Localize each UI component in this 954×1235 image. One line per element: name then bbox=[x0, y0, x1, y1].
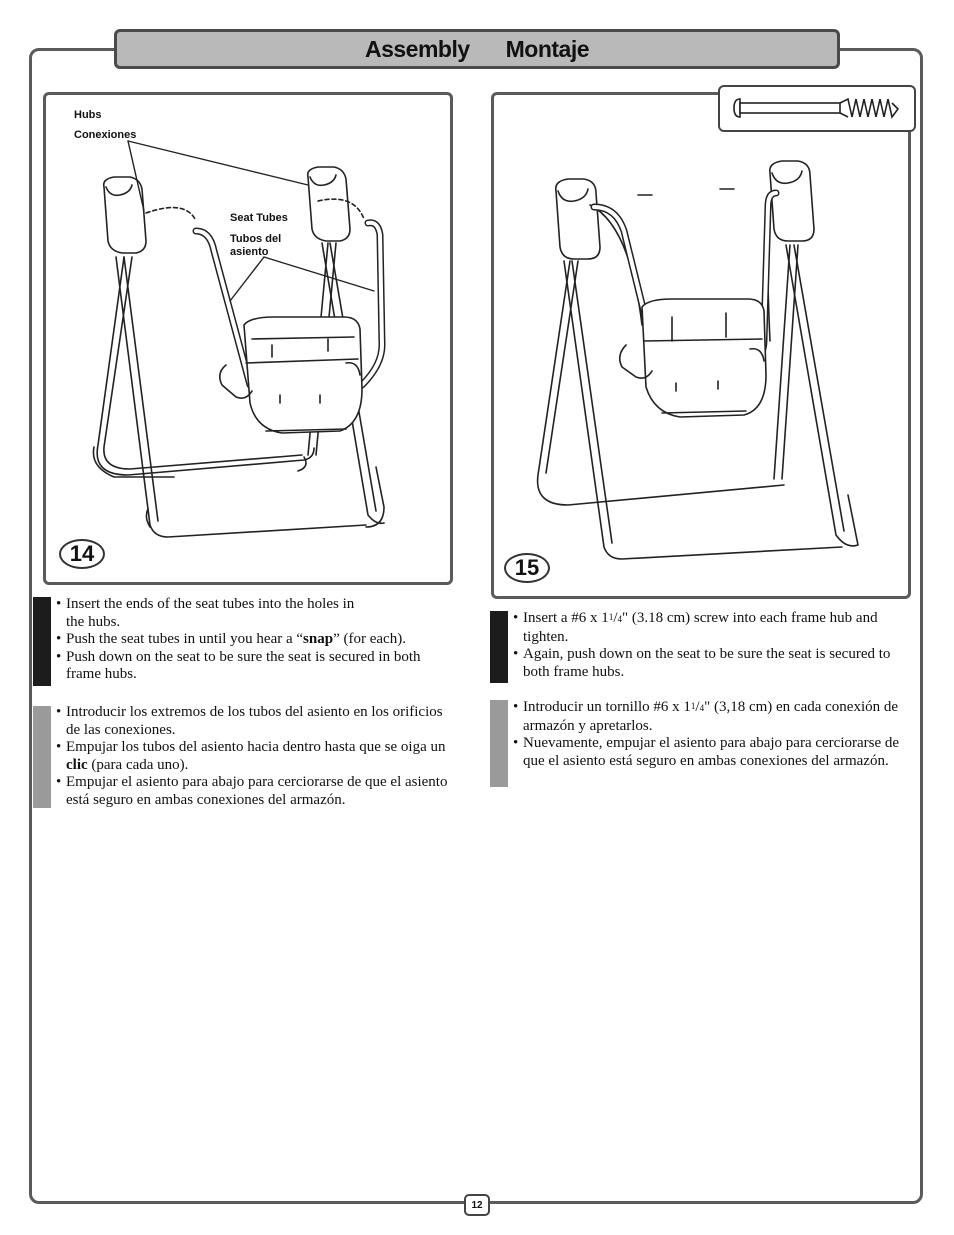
instruction-text: Nuevamente, empujar el asiento para abaj… bbox=[523, 735, 900, 769]
screw-icon bbox=[733, 97, 900, 119]
header-title-english: Assembly bbox=[364, 35, 470, 62]
header-title-spanish: Montaje bbox=[505, 35, 590, 62]
list-item: Introducir los extremos de los tubos del… bbox=[56, 704, 456, 739]
english-marker-bar-14 bbox=[33, 597, 51, 686]
step-15-number: 15 bbox=[504, 553, 550, 583]
page-header: Assembly Montaje bbox=[114, 29, 840, 69]
instruction-text: Empujar el asiento para abajo para cerci… bbox=[66, 774, 448, 808]
english-marker-bar-15 bbox=[490, 611, 508, 683]
list-item: Push the seat tubes in until you hear a … bbox=[56, 631, 456, 649]
instruction-text: Insert the ends of the seat tubes into t… bbox=[66, 596, 355, 612]
list-item: Empujar el asiento para abajo para cerci… bbox=[56, 774, 456, 809]
spanish-marker-bar-15 bbox=[490, 700, 508, 787]
step-14-illustration-panel: Hubs Conexiones Seat Tubes Tubos del asi… bbox=[43, 92, 453, 585]
instruction-bold-text: snap bbox=[303, 631, 334, 647]
fraction-denominator: 4 bbox=[699, 703, 705, 713]
step-14-number: 14 bbox=[59, 539, 105, 569]
list-item: Introducir un tornillo #6 x 11/4" (3,18 … bbox=[513, 699, 908, 735]
label-tubos-line2: asiento bbox=[230, 246, 269, 258]
instruction-text: Empujar los tubos del asiento hacia dent… bbox=[66, 739, 446, 755]
list-item: Again, push down on the seat to be sure … bbox=[513, 646, 908, 681]
spanish-marker-bar-14 bbox=[33, 706, 51, 808]
instruction-text: Push down on the seat to be sure the sea… bbox=[66, 648, 421, 683]
fraction-slash: / bbox=[695, 699, 700, 715]
fraction-numerator: 1 bbox=[690, 701, 696, 711]
swing-seat-tube-illustration bbox=[92, 140, 386, 538]
instruction-text: Insert a #6 x 1 bbox=[523, 610, 609, 626]
instruction-text: Introducir un tornillo #6 x 1 bbox=[523, 699, 691, 715]
fraction-numerator: 1 bbox=[608, 612, 614, 622]
list-item: Insert a #6 x 11/4" (3.18 cm) screw into… bbox=[513, 610, 908, 646]
page-number: 12 bbox=[464, 1194, 490, 1216]
swing-screw-illustration bbox=[536, 160, 859, 560]
list-item: Push down on the seat to be sure the sea… bbox=[56, 649, 456, 684]
list-item: Empujar los tubos del asiento hacia dent… bbox=[56, 739, 456, 774]
step-15-spanish-instructions: Introducir un tornillo #6 x 11/4" (3,18 … bbox=[513, 699, 908, 770]
list-item: Nuevamente, empujar el asiento para abaj… bbox=[513, 735, 908, 770]
fraction-denominator: 4 bbox=[617, 614, 622, 624]
instruction-text: Push the seat tubes in until you hear a … bbox=[66, 631, 304, 647]
instruction-text: Introducir los extremos de los tubos del… bbox=[66, 704, 443, 738]
instruction-text: the hubs. bbox=[66, 613, 121, 630]
fraction-slash: / bbox=[613, 610, 618, 626]
label-tubos-del-asiento: Tubos del asiento bbox=[230, 233, 281, 259]
instruction-text: Again, push down on the seat to be sure … bbox=[523, 646, 891, 680]
step-14-english-instructions: Insert the ends of the seat tubes into t… bbox=[56, 596, 456, 684]
instruction-text: (para cada uno). bbox=[87, 756, 189, 773]
step-14-spanish-instructions: Introducir los extremos de los tubos del… bbox=[56, 704, 456, 809]
label-seat-tubes: Seat Tubes bbox=[230, 212, 288, 224]
instruction-text: " (3,18 cm) en cada conexión de armazón … bbox=[523, 699, 899, 734]
instruction-bold-text: clic bbox=[66, 756, 88, 773]
list-item: Insert the ends of the seat tubes into t… bbox=[56, 596, 456, 631]
screw-reference-box bbox=[718, 85, 916, 132]
label-tubos-line1: Tubos del bbox=[230, 233, 282, 245]
instruction-text: ” (for each). bbox=[333, 631, 406, 647]
step-15-english-instructions: Insert a #6 x 11/4" (3.18 cm) screw into… bbox=[513, 610, 908, 681]
instruction-text: " (3.18 cm) screw into each frame hub an… bbox=[523, 610, 878, 645]
label-conexiones: Conexiones bbox=[74, 129, 137, 141]
step-15-illustration-panel: 15 bbox=[491, 92, 911, 599]
label-hubs: Hubs bbox=[74, 109, 102, 121]
